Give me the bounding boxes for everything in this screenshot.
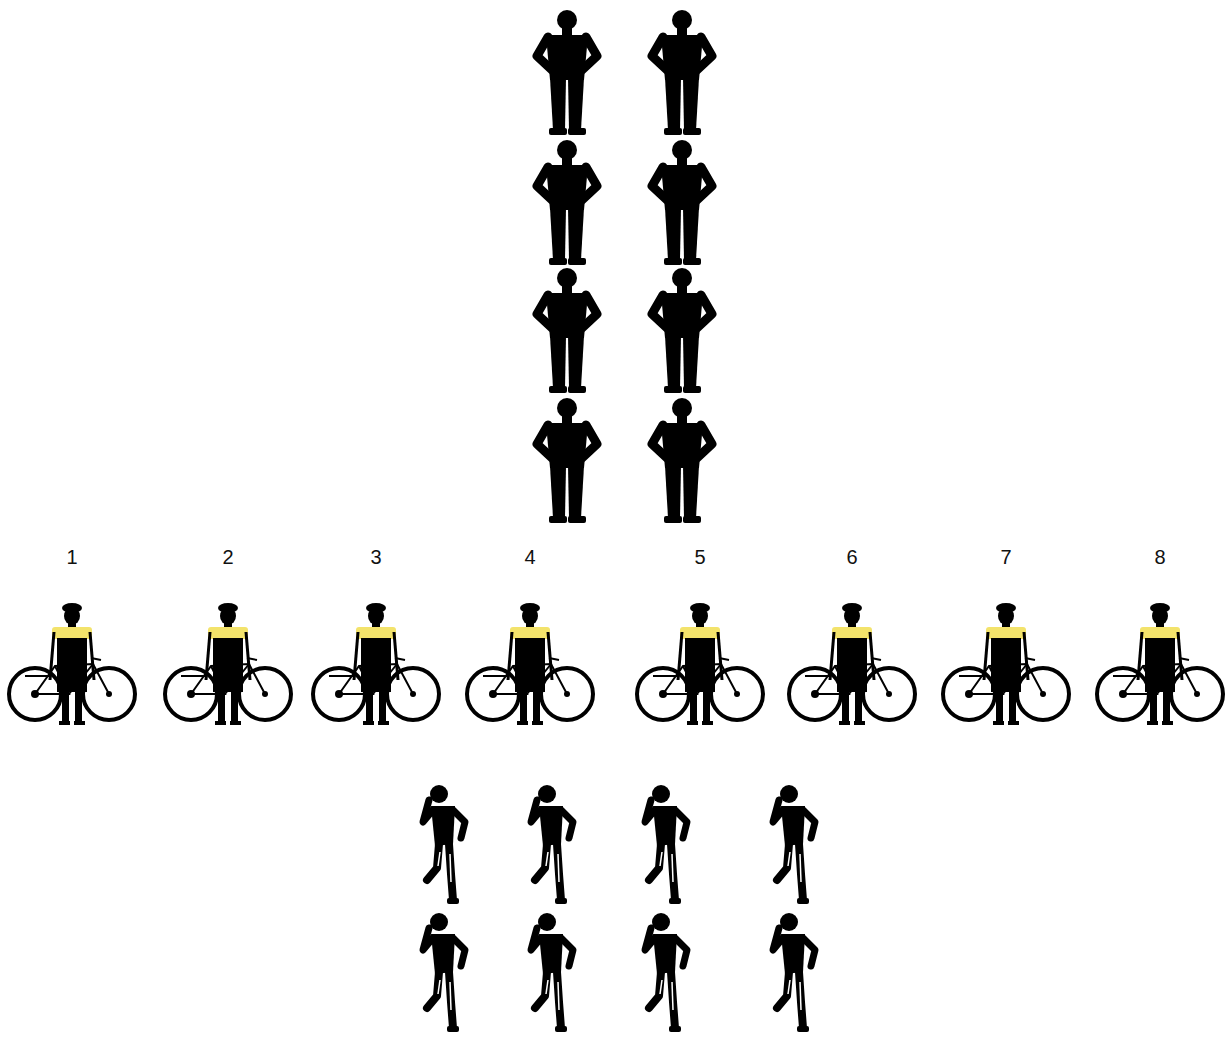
callout-number: 6 [846,545,857,569]
runner-figure [773,913,815,1032]
police-figure [537,398,597,523]
police-figure [537,268,597,393]
cyclist-figure [9,603,135,725]
police-figure [652,268,712,393]
police-column [537,10,712,523]
police-figure [652,10,712,135]
police-figure [537,10,597,135]
police-figure [652,140,712,265]
police-figure [652,398,712,523]
runner-figure [773,785,815,904]
runner-figure [423,785,465,904]
callout-number: 2 [222,545,233,569]
runner-figure [531,785,573,904]
callout-number: 1 [66,545,77,569]
callout-number: 8 [1154,545,1165,569]
cyclist-line [9,603,1223,725]
cyclist-figure [1097,603,1223,725]
cyclist-figure [943,603,1069,725]
cyclist-figure [637,603,763,725]
cyclist-figure [165,603,291,725]
police-figure [537,140,597,265]
runner-figure [423,913,465,1032]
callout-number: 7 [1000,545,1011,569]
runner-figure [531,913,573,1032]
cyclist-figure [789,603,915,725]
cyclist-figure [313,603,439,725]
callout-number: 4 [524,545,535,569]
runner-group [423,785,815,1032]
runner-figure [645,785,687,904]
callout-number: 5 [694,545,705,569]
cyclist-figure [467,603,593,725]
runner-figure [645,913,687,1032]
callout-number: 3 [370,545,381,569]
